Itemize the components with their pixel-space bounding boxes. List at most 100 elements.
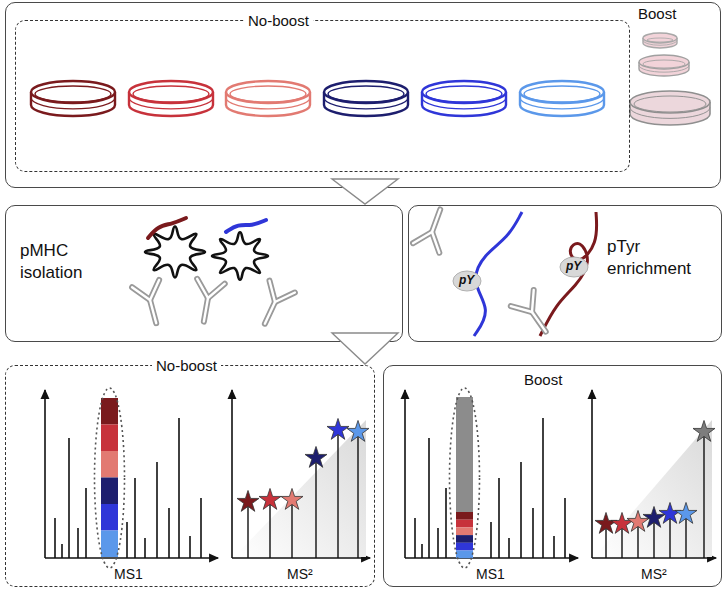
reporter-ion-star [675,502,697,523]
spectrum-peak [315,458,316,558]
petri-dish [226,81,310,116]
selection-ellipse [450,388,480,568]
panel-title: pMHC isolation [20,240,110,284]
petri-dish [520,81,604,116]
axis-label: MS² [641,566,667,582]
reporter-ion-star [259,488,281,509]
petri-dish [643,33,677,48]
spectrum-peak [508,538,510,558]
precursor-bar [456,543,473,551]
dashed-group-box: No-boost [5,365,375,587]
spectrum-peak [291,500,292,558]
panel-box: BoostNo-boost [5,2,721,188]
precursor-bar [456,535,473,543]
spectrum-peak [553,536,555,558]
panel-title: No-boost [152,356,221,376]
petri-dish [31,81,115,116]
panel-title: Boost [638,4,676,24]
fade-wedge [594,420,712,557]
mhc-molecule [212,232,268,280]
panel-box: pTyr enrichment [408,205,722,342]
antibody [132,280,170,327]
spectrum-peak [134,478,136,558]
antibody [413,205,453,253]
spectrum-peak [68,438,70,558]
axis [231,390,233,558]
spectrum-peak [542,418,544,558]
spectrum-peak [178,418,180,558]
precursor-bar [456,551,473,559]
petri-dish [324,81,408,116]
spectrum-peak [200,498,202,558]
spectrum-peak [54,518,56,558]
spectrum-peak [637,522,638,558]
antibody [511,290,557,340]
panel-title: No-boost [244,11,313,31]
precursor-bar [101,398,118,425]
antibody [190,279,225,324]
spectrum-peak [703,432,704,558]
reporter-ion-star [347,420,369,441]
panel-box: pMHC isolation [5,205,403,342]
phospho-site [453,271,481,291]
peptide [226,220,266,232]
phospho-tag: pY [566,260,581,274]
axis-label: MS1 [114,566,143,582]
panel-title: pTyr enrichment [607,236,711,280]
reporter-ion-star [659,502,681,523]
precursor-bar [101,425,118,452]
spectrum-peak [685,514,686,558]
petri-dish [129,81,213,116]
spectrum-peak [421,544,423,558]
spectrum-peak [77,528,79,558]
reporter-ion-star [237,490,259,511]
spectrum-peak [490,522,492,558]
precursor-bar [101,451,118,478]
reporter-ion-star [595,512,617,533]
phospho-tag: pY [459,274,474,288]
axis-label: MS² [287,566,313,582]
reporter-ion-star [281,488,303,509]
selection-ellipse [95,388,125,568]
precursor-bar [456,520,473,528]
spectrum-peak [269,500,270,558]
dashed-group-box: No-boost [15,20,630,172]
mhc-molecule [145,227,205,278]
spectrum-peak [337,430,338,558]
spectrum-peak [428,438,430,558]
spectrum-peak [168,508,170,558]
reporter-ion-star [693,420,715,441]
panel-box: Boost [383,365,722,587]
petri-dish [630,91,710,125]
precursor-bar [101,504,118,531]
spectrum-peak [414,518,416,558]
spectrum-peak [437,528,439,558]
reporter-ion-star [643,506,665,527]
axis [45,557,218,559]
flow-chevron [332,333,398,364]
precursor-bar [456,512,473,520]
spectrum-peak [144,538,146,558]
reporter-ion-star [305,446,327,467]
spectrum-peak [498,478,500,558]
phospho-site [560,257,588,277]
spectrum-peak [520,462,522,558]
axis-label: MS1 [476,566,505,582]
spectrum-peak [564,498,566,558]
petri-dish [639,55,689,76]
spectrum-peak [653,518,654,558]
fade-wedge [234,420,366,557]
axis [44,390,46,558]
precursor-bar [101,531,118,558]
precursor-bar [456,527,473,535]
reporter-ion-star [327,418,349,439]
reporter-ion-star [611,512,633,533]
axis [232,557,370,559]
spectrum-peak [85,488,87,558]
panel-title: Boost [524,370,562,390]
spectrum-peak [445,488,447,558]
reporter-ion-star [627,510,649,531]
petri-dish [422,81,506,116]
